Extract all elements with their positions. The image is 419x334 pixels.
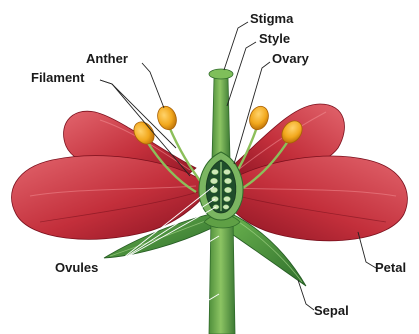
label-stigma: Stigma — [250, 11, 294, 26]
leader-anther — [142, 63, 164, 108]
leader-stigma — [224, 22, 248, 70]
label-style: Style — [259, 31, 290, 46]
label-anther: Anther — [86, 51, 128, 66]
pistil — [209, 69, 233, 160]
anther-2 — [154, 104, 179, 133]
style — [212, 78, 230, 160]
label-filament: Filament — [31, 70, 85, 85]
label-ovules: Ovules — [55, 260, 98, 275]
label-ovary: Ovary — [272, 51, 310, 66]
label-petal: Petal — [375, 260, 406, 275]
leader-sepal — [298, 280, 314, 310]
label-sepal: Sepal — [314, 303, 349, 318]
stigma — [209, 69, 233, 79]
